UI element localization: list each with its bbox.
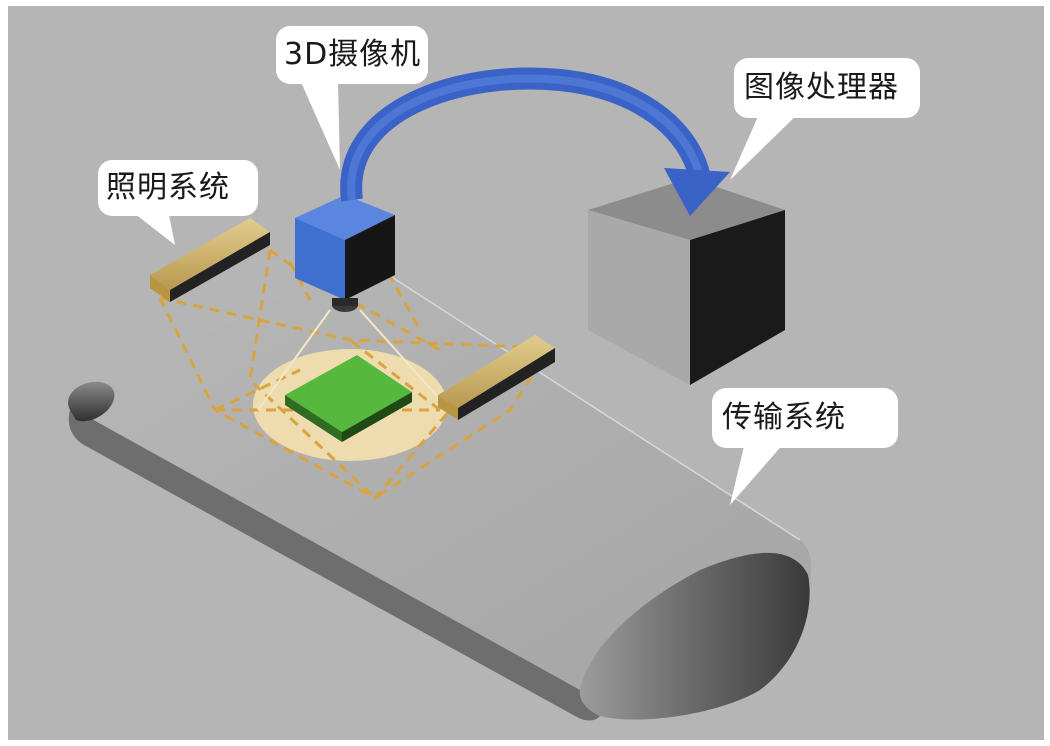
- belt-top-surface: [69, 262, 812, 717]
- camera-callout-bubble: [276, 26, 428, 170]
- left-light-bar: [150, 218, 270, 302]
- workpiece: [285, 355, 412, 442]
- processor-label: 图像处理器: [744, 70, 899, 105]
- lighting-callout-bubble: [98, 160, 258, 245]
- data-flow-arrow: [340, 67, 730, 216]
- image-processor-box: [588, 178, 785, 385]
- belt-far-edge-highlight: [372, 264, 801, 541]
- conveyor-label: 传输系统: [722, 400, 846, 435]
- arrow-head: [664, 168, 730, 216]
- processor-callout-bubble: [730, 58, 920, 180]
- camera-view-cone: [257, 309, 446, 411]
- right-light-bar: [438, 335, 555, 420]
- back-roller: [68, 381, 115, 422]
- conveyor-callout-bubble: [712, 388, 898, 505]
- conveyor-belt: [68, 262, 812, 721]
- belt-near-edge: [68, 408, 600, 721]
- camera-label: 3D摄像机: [284, 37, 422, 72]
- camera: [295, 195, 395, 312]
- lighting-label: 照明系统: [106, 170, 230, 205]
- callouts: [98, 26, 920, 505]
- front-roller: [579, 552, 810, 720]
